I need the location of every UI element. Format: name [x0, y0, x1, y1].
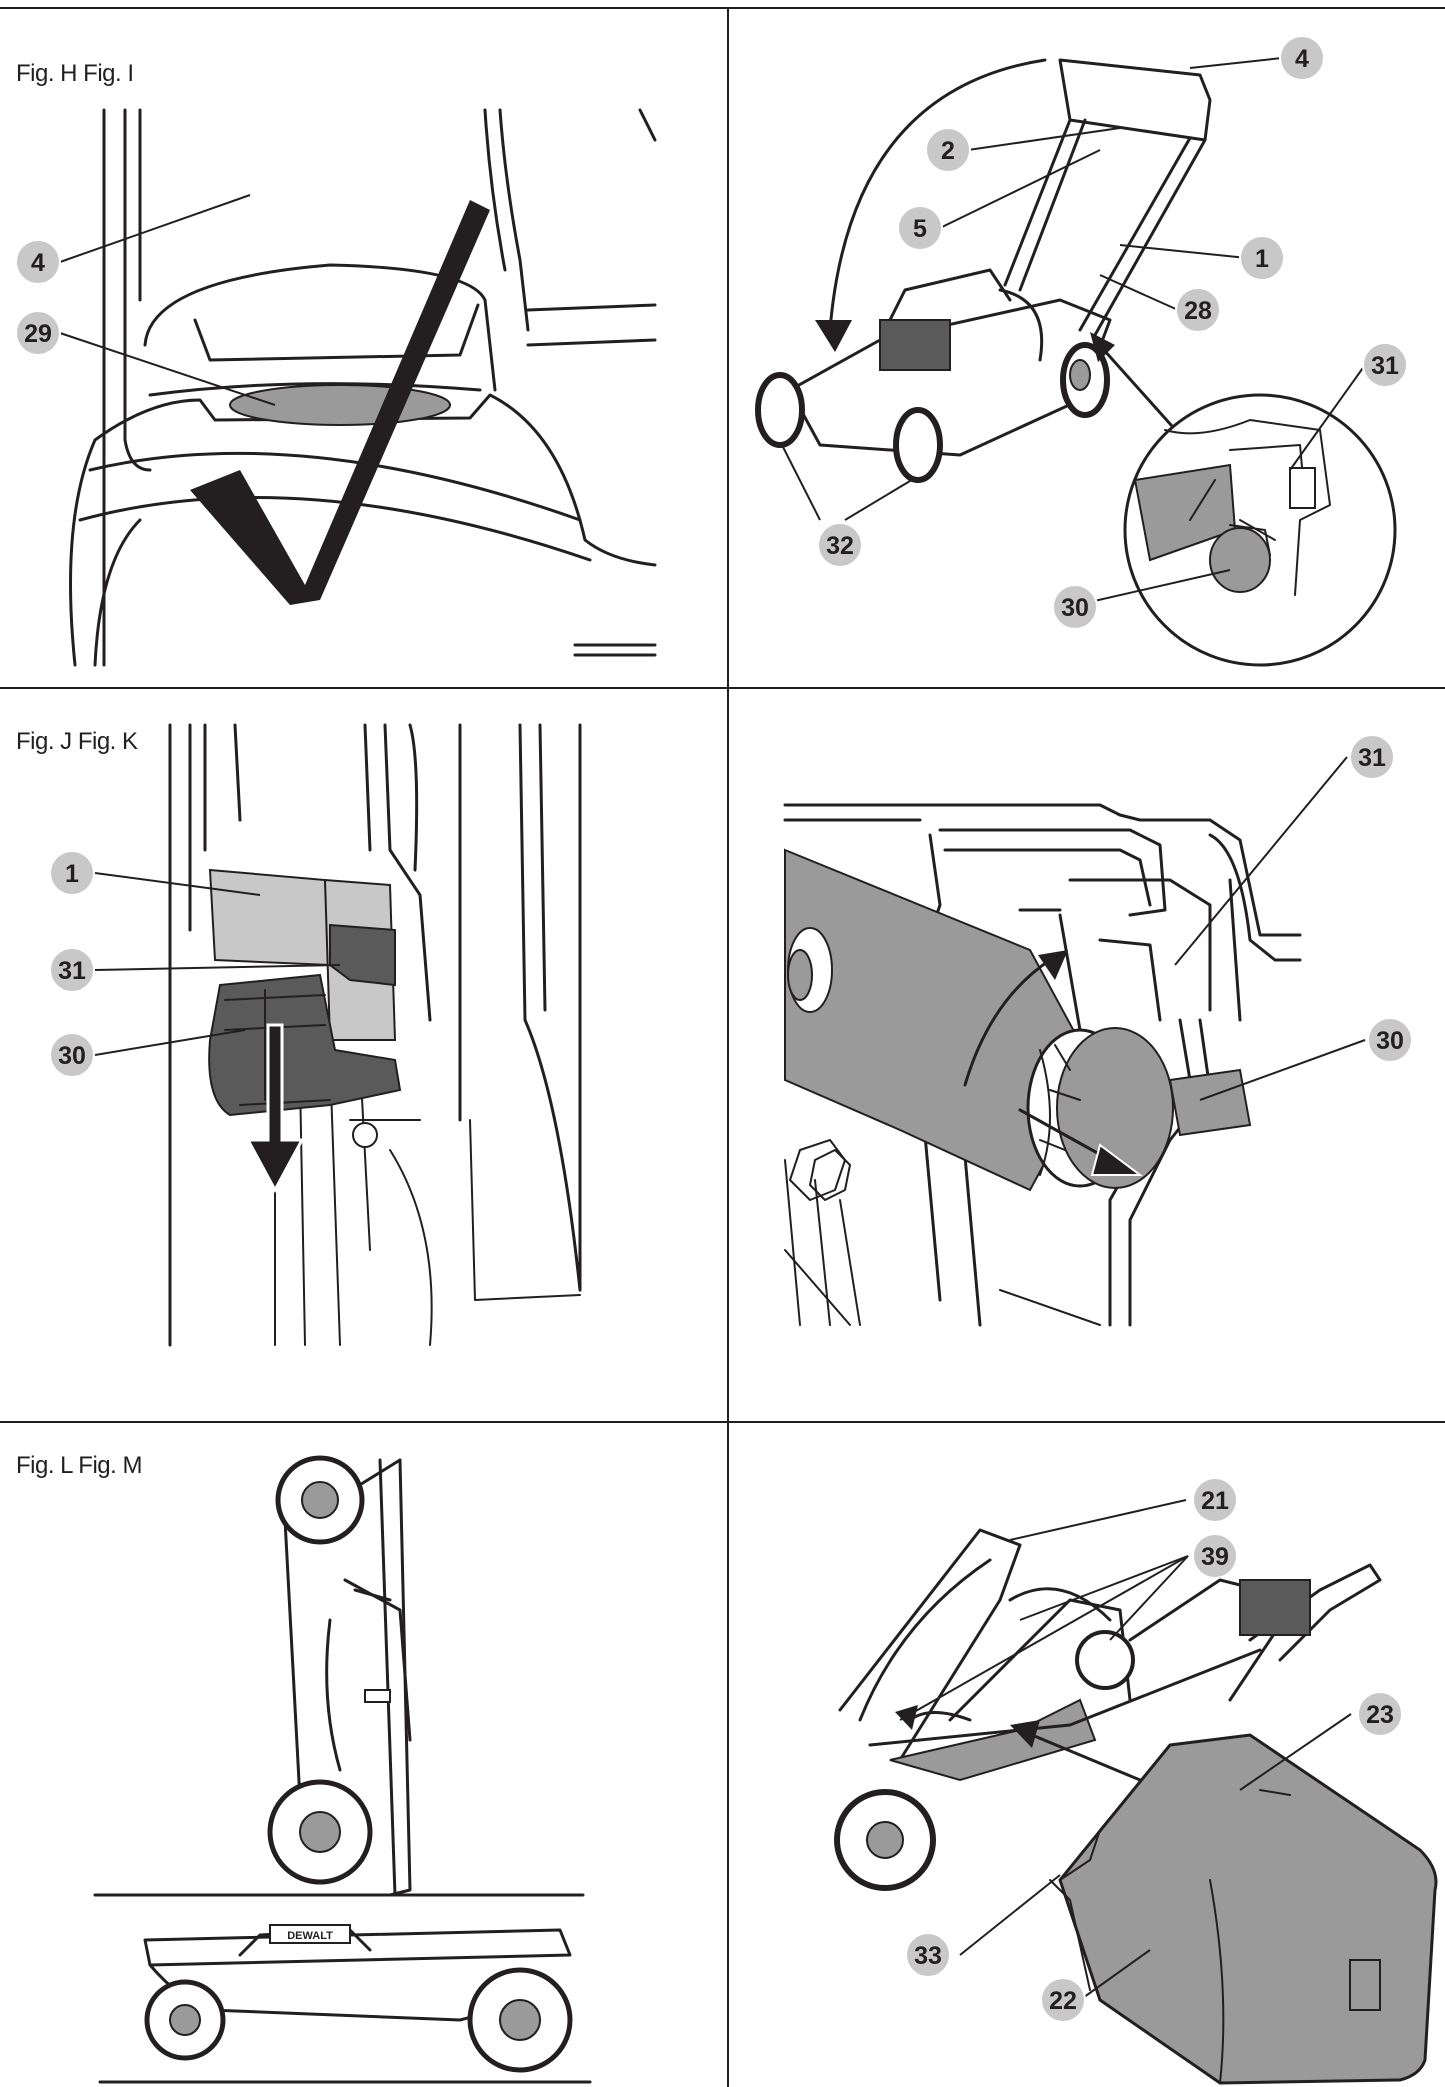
rotate-arrow-icon [895, 1705, 918, 1730]
fig-m-callout-21: 21 [1192, 1477, 1238, 1523]
fig-i-callout-28: 28 [1175, 287, 1221, 333]
fig-j-callout-31: 31 [49, 947, 95, 993]
fig-h-handle-drawing [69, 108, 657, 667]
callout-number: 31 [58, 957, 86, 985]
fig-j-drawing [168, 723, 582, 1347]
fig-i-callout-32: 32 [817, 522, 863, 568]
callout-number: 30 [1376, 1027, 1404, 1055]
callout-number: 4 [31, 249, 45, 277]
brand-marking: DEWALT [287, 1930, 333, 1942]
insert-arrow-icon [1010, 1720, 1040, 1748]
callout-number: 2 [941, 137, 955, 165]
fig-i-callout-2: 2 [925, 127, 971, 173]
callout-number: 4 [1295, 45, 1309, 73]
pull-out-arrow-icon [1090, 1143, 1143, 1176]
fig-label-l-m: Fig. L Fig. M [16, 1452, 142, 1479]
callout-number: 39 [1201, 1543, 1229, 1571]
callout-number: 33 [914, 1942, 942, 1970]
fig-l-drawing: DEWALT [93, 1455, 592, 2084]
fig-label-h-i: Fig. H Fig. I [16, 60, 134, 87]
callout-number: 30 [58, 1042, 86, 1070]
fig-j-callout-30: 30 [49, 1032, 95, 1078]
fig-i-callout-30: 30 [1052, 584, 1098, 630]
fig-label-j-k: Fig. J Fig. K [16, 728, 138, 755]
rotate-arrow-icon [815, 320, 852, 352]
callout-number: 23 [1366, 1701, 1394, 1729]
callout-number: 28 [1184, 297, 1212, 325]
callout-number: 22 [1049, 1987, 1077, 2015]
callout-number: 1 [1255, 245, 1269, 273]
rotate-arrow-icon [1038, 950, 1068, 980]
callout-number: 29 [24, 320, 52, 348]
fig-i-callout-31: 31 [1362, 342, 1408, 388]
callout-number: 5 [913, 215, 927, 243]
checkmark-icon [190, 200, 490, 605]
callout-number: 21 [1201, 1487, 1229, 1515]
fig-i-callout-1: 1 [1239, 235, 1285, 281]
fig-i-callout-5: 5 [897, 205, 943, 251]
fig-m-callout-39: 39 [1192, 1533, 1238, 1579]
callout-number: 31 [1371, 352, 1399, 380]
fig-i-mower-drawing [755, 58, 1397, 667]
callout-number: 1 [65, 860, 79, 888]
fig-m-callout-22: 22 [1040, 1977, 1086, 2023]
pull-down-arrow-icon [245, 1023, 305, 1194]
callout-number: 30 [1061, 594, 1089, 622]
fig-k-callout-31: 31 [1349, 734, 1395, 780]
fig-m-drawing [834, 1528, 1438, 2085]
fig-k-drawing [783, 803, 1302, 1327]
fig-i-callout-4: 4 [1279, 35, 1325, 81]
callout-number: 32 [826, 532, 854, 560]
callout-number: 31 [1358, 744, 1386, 772]
fig-m-callout-23: 23 [1357, 1691, 1403, 1737]
fig-j-callout-1: 1 [49, 850, 95, 896]
fig-m-callout-33: 33 [905, 1932, 951, 1978]
fig-h-callout-29: 29 [15, 310, 61, 356]
fig-h-callout-4: 4 [15, 239, 61, 285]
fig-k-callout-30: 30 [1367, 1017, 1413, 1063]
